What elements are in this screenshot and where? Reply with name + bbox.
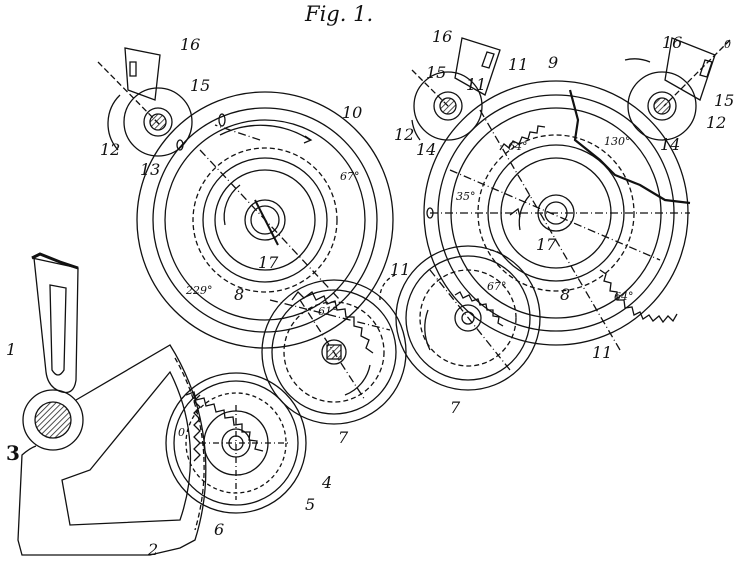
wheel-4-5 [165, 372, 307, 514]
angle-35: 35° [456, 190, 476, 203]
pinion-assembly-right [624, 37, 731, 141]
label-8-left: 8 [234, 285, 244, 304]
angle-67-top: 67° [340, 170, 360, 183]
label-8-right: 8 [560, 285, 570, 304]
label-16-left: 16 [180, 35, 200, 54]
label-11-c: 11 [466, 75, 486, 94]
label-9: 9 [548, 53, 558, 72]
label-1: 1 [6, 340, 16, 359]
label-17-left: 17 [258, 253, 279, 272]
angle-130: 130° [604, 135, 631, 148]
pinion-assembly-left [97, 47, 193, 157]
label-11-d: 11 [592, 343, 612, 362]
label-11-a: 11 [390, 260, 410, 279]
label-15-right: 15 [714, 91, 734, 110]
pivot-hatched [34, 401, 72, 439]
angle-61: 61° [318, 305, 338, 318]
label-16-mid: 16 [432, 27, 452, 46]
wheel-7-right [395, 245, 541, 391]
drawing-lines [17, 37, 731, 556]
label-11-b: 11 [508, 55, 528, 74]
label-17-right: 17 [536, 235, 557, 254]
angle-zero-a: 0 [178, 426, 185, 439]
lever-arm [22, 252, 84, 451]
label-16-right: 16 [662, 33, 682, 52]
label-15-left: 15 [190, 76, 210, 95]
label-12-mid: 12 [394, 125, 414, 144]
label-12-left: 12 [100, 140, 120, 159]
label-15-mid: 15 [426, 63, 446, 82]
angle-64-bottom: 64° [614, 290, 634, 303]
label-10: 10 [342, 103, 362, 122]
angle-labels: 229° 67° 61° 67° 64° 130° 35° 64° 0 0 [178, 38, 731, 439]
label-14-mid: 14 [416, 140, 436, 159]
label-6: 6 [214, 520, 224, 539]
label-2: 2 [147, 540, 158, 559]
pinion-assembly-middle [411, 37, 501, 141]
figure-title: Fig. 1. [305, 2, 374, 26]
label-13: 13 [140, 160, 160, 179]
label-14-right: 14 [660, 135, 680, 154]
wheel-7-left [261, 274, 407, 425]
label-12-right: 12 [706, 113, 726, 132]
label-5: 5 [305, 495, 315, 514]
wheel-10 [136, 91, 394, 349]
angle-229: 229° [185, 284, 213, 297]
angle-zero-b: 0 [724, 38, 731, 51]
label-4: 4 [321, 473, 332, 492]
label-3: 3 [6, 441, 20, 465]
wheel-9 [423, 80, 691, 351]
label-7-left: 7 [338, 428, 349, 447]
angle-64-top: 64° [508, 140, 528, 153]
part-labels: 1 2 3 4 5 6 7 7 8 8 9 10 11 11 11 11 12 … [6, 27, 734, 559]
angle-67-mid: 67° [487, 280, 507, 293]
label-7-right: 7 [450, 398, 461, 417]
segment-lever [17, 344, 264, 556]
